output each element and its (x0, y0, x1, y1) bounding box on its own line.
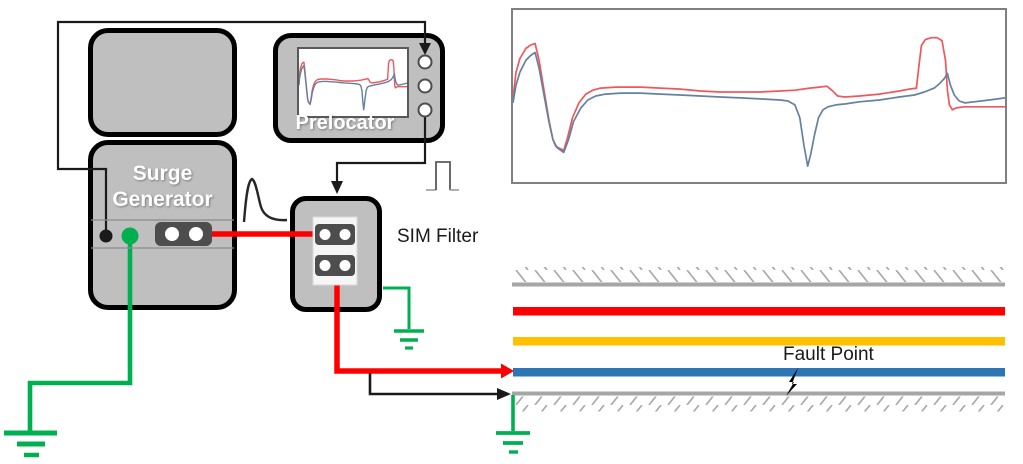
cable-section (512, 267, 1005, 412)
surge-generator-box: Surge Generator (88, 140, 237, 310)
fault-point-label: Fault Point (783, 344, 874, 365)
red-trace-polyline (298, 59, 407, 105)
blue-trace-polyline (512, 51, 1006, 168)
arrow-down-icon (331, 181, 343, 194)
cable-blue-conductor (513, 368, 1005, 377)
pulse-icon (426, 161, 459, 191)
sim-filter-box (290, 196, 382, 312)
surge-generator-label: Surge Generator (112, 162, 213, 212)
sim-filter-earth-wire (383, 286, 424, 350)
prelocator-screen-waveform (298, 59, 408, 111)
tdr-chart-panel (511, 8, 1007, 184)
surge-generator-top-unit (88, 28, 237, 137)
ground-icon (4, 430, 57, 458)
ground-icon (394, 329, 424, 350)
blue-trace-polyline (298, 64, 408, 111)
tdr-chart-plot-area (512, 36, 1006, 168)
prelocator-screen (297, 47, 409, 118)
prelocator-box: Prelocator (273, 33, 445, 143)
prelocator-label: Prelocator (295, 112, 395, 134)
surge-impulse-icon (242, 177, 288, 223)
arrow-right-icon (501, 363, 514, 379)
cable-shield-earth-wire (496, 395, 530, 454)
cable-top-hatching (513, 267, 1005, 282)
ground-icon (496, 431, 530, 454)
arrow-right-icon (497, 388, 511, 400)
return-wire-to-shield (368, 373, 511, 400)
sim-filter-label: SIM Filter (397, 226, 479, 247)
fault-lightning-icon (786, 368, 798, 396)
cable-yellow-conductor (513, 337, 1005, 346)
cable-bottom-hatching (513, 396, 1005, 412)
red-trace-polyline (512, 36, 1005, 152)
cable-red-conductor (513, 307, 1005, 316)
